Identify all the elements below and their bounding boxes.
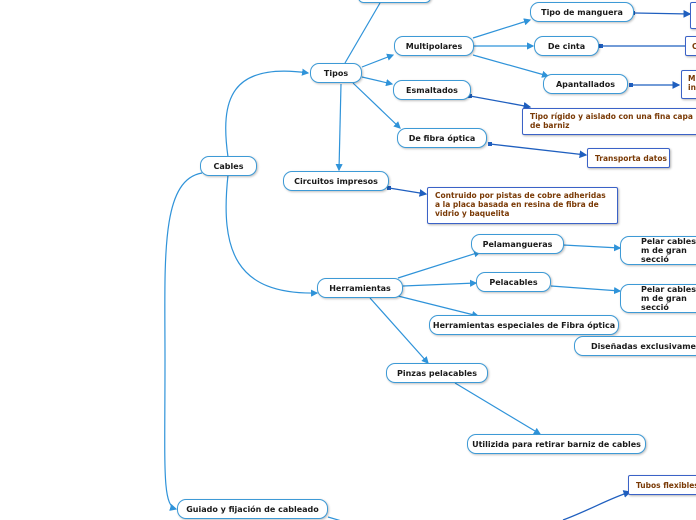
link-tipos-multipolares <box>361 53 395 68</box>
note-tipo-rigido[interactable]: Tipo rígido y aislado con una fina capa … <box>522 108 696 135</box>
link-tipos-circuitos <box>335 83 343 172</box>
link-cables-guiado <box>164 172 203 511</box>
link-herr-pelacables <box>402 279 478 287</box>
link-manguera-note <box>633 9 692 18</box>
link-tipos-esmaltados <box>361 76 394 87</box>
note-top-right-partial[interactable] <box>690 2 696 29</box>
note-c-partial[interactable]: C <box>685 36 696 56</box>
node-pelar-2-label: Pelar cables m de gran secció <box>641 285 696 312</box>
node-guiado[interactable]: Guiado y fijación de cableado <box>177 499 328 519</box>
link-cables-tipos <box>225 68 310 158</box>
node-top-partial[interactable] <box>358 0 431 3</box>
node-circuitos-impresos[interactable]: Circuitos impresos <box>283 171 389 191</box>
node-tipos[interactable]: Tipos <box>310 63 362 83</box>
link-multi-apantallados <box>472 54 550 78</box>
note-transporta-datos[interactable]: Transporta datos <box>587 148 670 168</box>
link-pinzas-utilizada <box>454 382 542 435</box>
link-esmaltados-note <box>469 95 532 110</box>
node-pinzas-pelacables[interactable]: Pinzas pelacables <box>386 363 488 383</box>
link-tipos-fibra <box>352 82 401 129</box>
link-guiado-tubos <box>562 490 632 520</box>
link-cables-herramientas <box>225 174 319 297</box>
node-tipo-manguera[interactable]: Tipo de manguera <box>530 2 634 22</box>
node-pelamangueras[interactable]: Pelamangueras <box>471 234 564 254</box>
node-apantallados[interactable]: Apantallados <box>543 74 628 94</box>
link-herr-pinzas <box>369 297 429 364</box>
node-pelar-2[interactable]: Pelar cables m de gran secció <box>620 284 696 313</box>
link-fibra-note <box>489 143 588 159</box>
node-pelar-1-label: Pelar cables m de gran secció <box>641 237 696 264</box>
link-multi-manguera <box>472 18 532 39</box>
node-pelar-1[interactable]: Pelar cables m de gran secció <box>620 236 696 265</box>
link-tipos-top <box>344 2 381 64</box>
link-herr-fibra <box>397 295 480 319</box>
node-disenadas[interactable]: Diseñadas exclusivamente <box>574 336 696 356</box>
link-circuitos-note <box>388 187 428 197</box>
node-cables[interactable]: Cables <box>200 156 257 176</box>
note-tubos-flexibles[interactable]: Tubos flexibles <box>628 475 696 495</box>
node-utilizada[interactable]: Utilizida para retirar barniz de cables <box>467 434 646 454</box>
node-de-cinta[interactable]: De cinta <box>534 36 599 56</box>
node-herramientas-fibra[interactable]: Herramientas especiales de Fibra óptica <box>429 315 619 335</box>
node-multipolares[interactable]: Multipolares <box>394 36 474 56</box>
link-pelacables-pelar <box>550 285 622 295</box>
node-esmaltados[interactable]: Esmaltados <box>393 80 471 100</box>
note-contruido[interactable]: Contruido por pistas de cobre adheridas … <box>427 187 618 224</box>
link-pelamangueras-pelar <box>562 244 622 252</box>
node-fibra-optica[interactable]: De fibra óptica <box>397 128 487 148</box>
node-herramientas[interactable]: Herramientas <box>317 278 403 298</box>
note-m-in[interactable]: M in <box>681 70 696 99</box>
node-pelacables[interactable]: Pelacables <box>476 272 551 292</box>
link-herr-pelamangueras <box>397 250 482 279</box>
